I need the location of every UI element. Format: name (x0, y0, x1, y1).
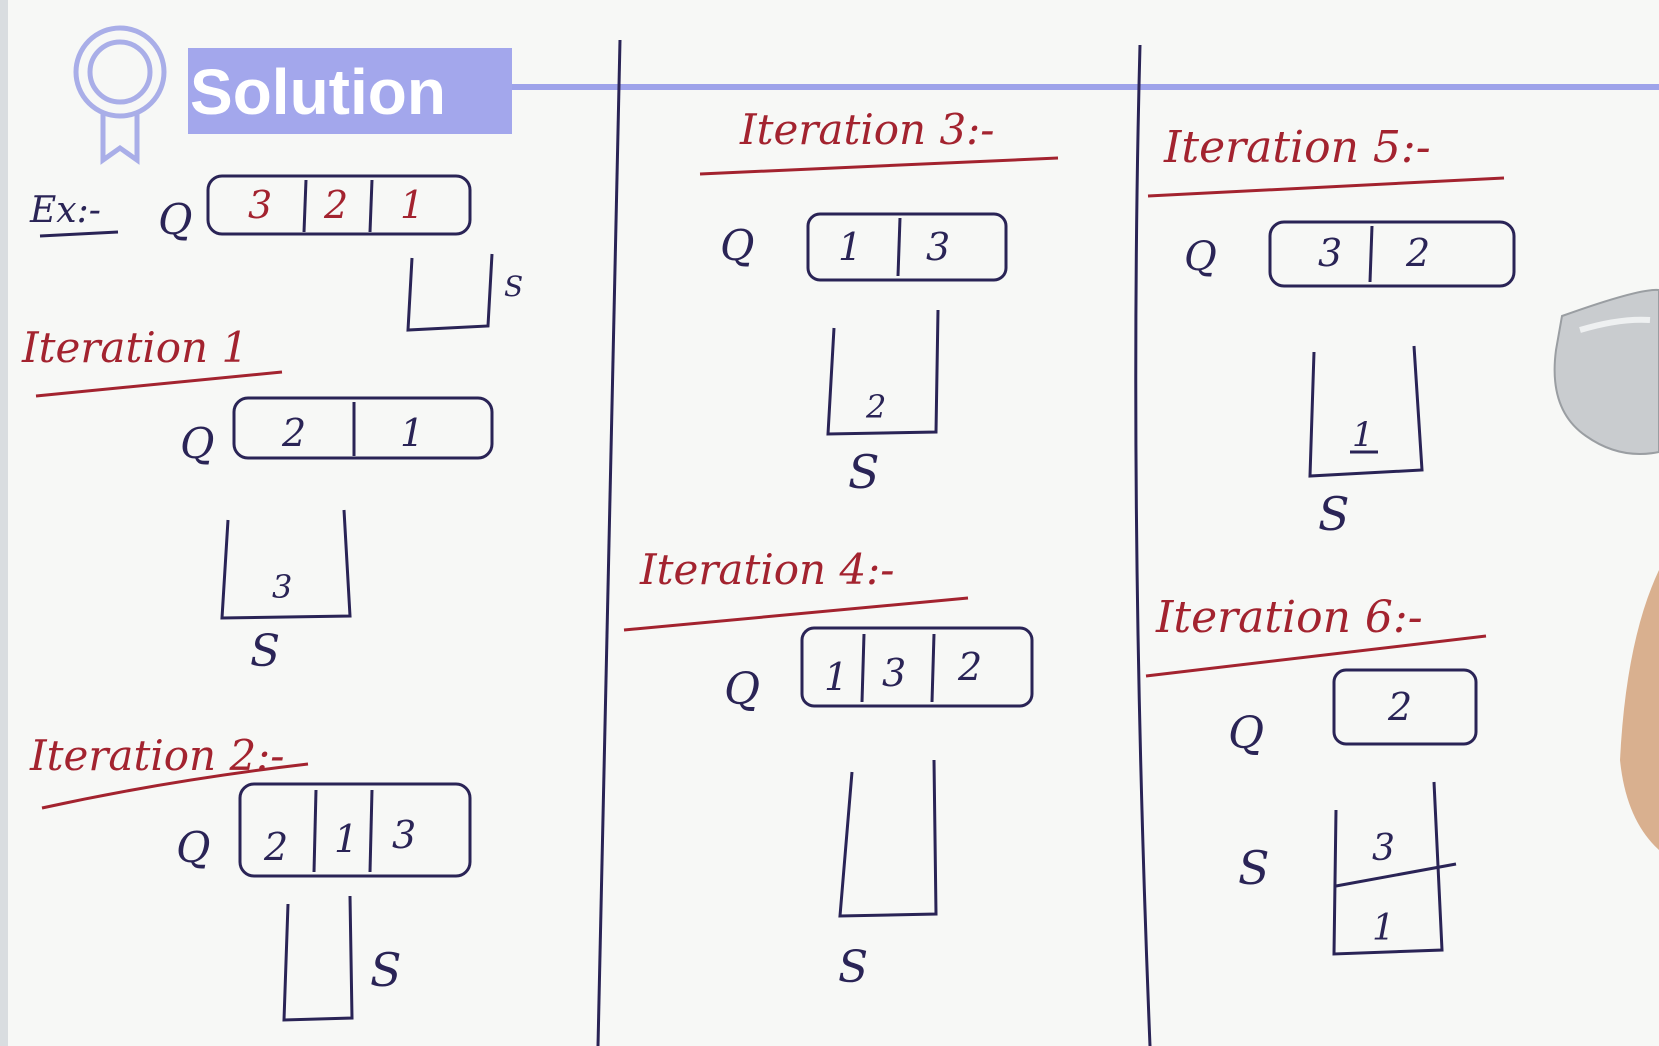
iteration-stack-item: 2 (865, 388, 886, 426)
iteration-stack-label: S (1318, 487, 1350, 541)
iteration-stack-label: S (838, 942, 868, 993)
iteration-stack-box (838, 759, 938, 918)
iteration-stack-box (1308, 345, 1424, 478)
page-title: Solution (190, 56, 446, 128)
iteration-queue-label: Q (1228, 708, 1264, 759)
column-divider-2 (1134, 44, 1152, 1046)
iteration-stack-box (826, 309, 940, 436)
iteration-queue-label: Q (720, 221, 754, 270)
example-queue-cell: 3 (248, 183, 272, 227)
presenter-hand (1620, 570, 1659, 850)
iteration-queue-box (232, 396, 494, 460)
iteration-label: Iteration 6:- (1155, 592, 1423, 643)
iteration-queue-cell: 2 (1405, 231, 1430, 275)
iteration-3: Iteration 3:- Q 1 3 2 S (699, 105, 1059, 499)
iteration-label: Iteration 3:- (739, 105, 995, 154)
iteration-stack-label: S (250, 626, 280, 677)
iteration-queue-cell: 2 (957, 645, 982, 689)
example-queue-box (206, 174, 472, 236)
iteration-stack-label: S (848, 445, 880, 499)
example-section: Ex:- Q 3 2 1 S (29, 174, 523, 332)
iteration-stack-label: S (370, 943, 402, 997)
iteration-queue-cell: 1 (334, 817, 358, 861)
iteration-label: Iteration 4:- (639, 545, 895, 594)
board-edge (0, 0, 8, 1046)
iteration-6: Iteration 6:- Q 2 S 3 1 (1145, 592, 1487, 956)
column-divider-1 (596, 39, 622, 1046)
iteration-queue-box (1332, 668, 1478, 746)
iteration-queue-label: Q (724, 664, 760, 715)
iteration-4: Iteration 4:- Q 1 3 2 S (623, 545, 1034, 993)
iteration-queue-cell: 1 (824, 655, 848, 699)
iteration-queue-cell: 2 (281, 411, 306, 455)
iteration-queue-box (1268, 220, 1516, 288)
iteration-queue-cell: 1 (400, 411, 424, 455)
iteration-stack-box (220, 509, 352, 620)
title-banner (188, 48, 512, 134)
iteration-queue-cell: 3 (1318, 231, 1342, 275)
iteration-queue-box (800, 626, 1034, 708)
iteration-5: Iteration 5:- Q 3 2 1 S (1147, 122, 1516, 541)
iteration-2: Iteration 2:- Q 2 1 3 S (29, 731, 472, 1022)
iteration-stack-item: 3 (1372, 828, 1395, 869)
iteration-stack-item: 1 (1352, 415, 1374, 455)
example-queue-cell: 2 (323, 183, 348, 227)
iteration-stack-label: S (1238, 841, 1270, 895)
iteration-queue-cell: 2 (263, 825, 288, 869)
iteration-label: Iteration 1 (21, 323, 248, 372)
iteration-stack-item: 3 (272, 568, 292, 606)
example-queue-cell: 1 (400, 183, 424, 227)
example-label: Ex:- (29, 190, 101, 231)
iteration-queue-cell: 3 (926, 225, 950, 269)
iteration-label: Iteration 5:- (1163, 122, 1431, 173)
iteration-queue-cell: 3 (392, 813, 416, 857)
example-stack-box (406, 253, 494, 332)
example-stack-label: S (504, 270, 523, 303)
iteration-stack-item: 1 (1372, 908, 1395, 949)
iteration-queue-label: Q (176, 823, 210, 872)
iteration-queue-box (238, 782, 472, 878)
iteration-queue-cell: 3 (882, 651, 906, 695)
iteration-queue-label: Q (1184, 234, 1217, 280)
marker-cap (1553, 288, 1659, 455)
award-ribbon-icon (73, 25, 167, 165)
solution-header: Solution (73, 25, 1659, 165)
iteration-queue-label: Q (180, 419, 214, 468)
iteration-queue-cell: 1 (838, 225, 862, 269)
example-queue-label: Q (158, 195, 192, 244)
iteration-queue-box (806, 212, 1008, 282)
iteration-stack-box (282, 895, 354, 1022)
iteration-1: Iteration 1 Q 2 1 3 S (21, 323, 494, 677)
iteration-queue-cell: 2 (1387, 685, 1412, 729)
